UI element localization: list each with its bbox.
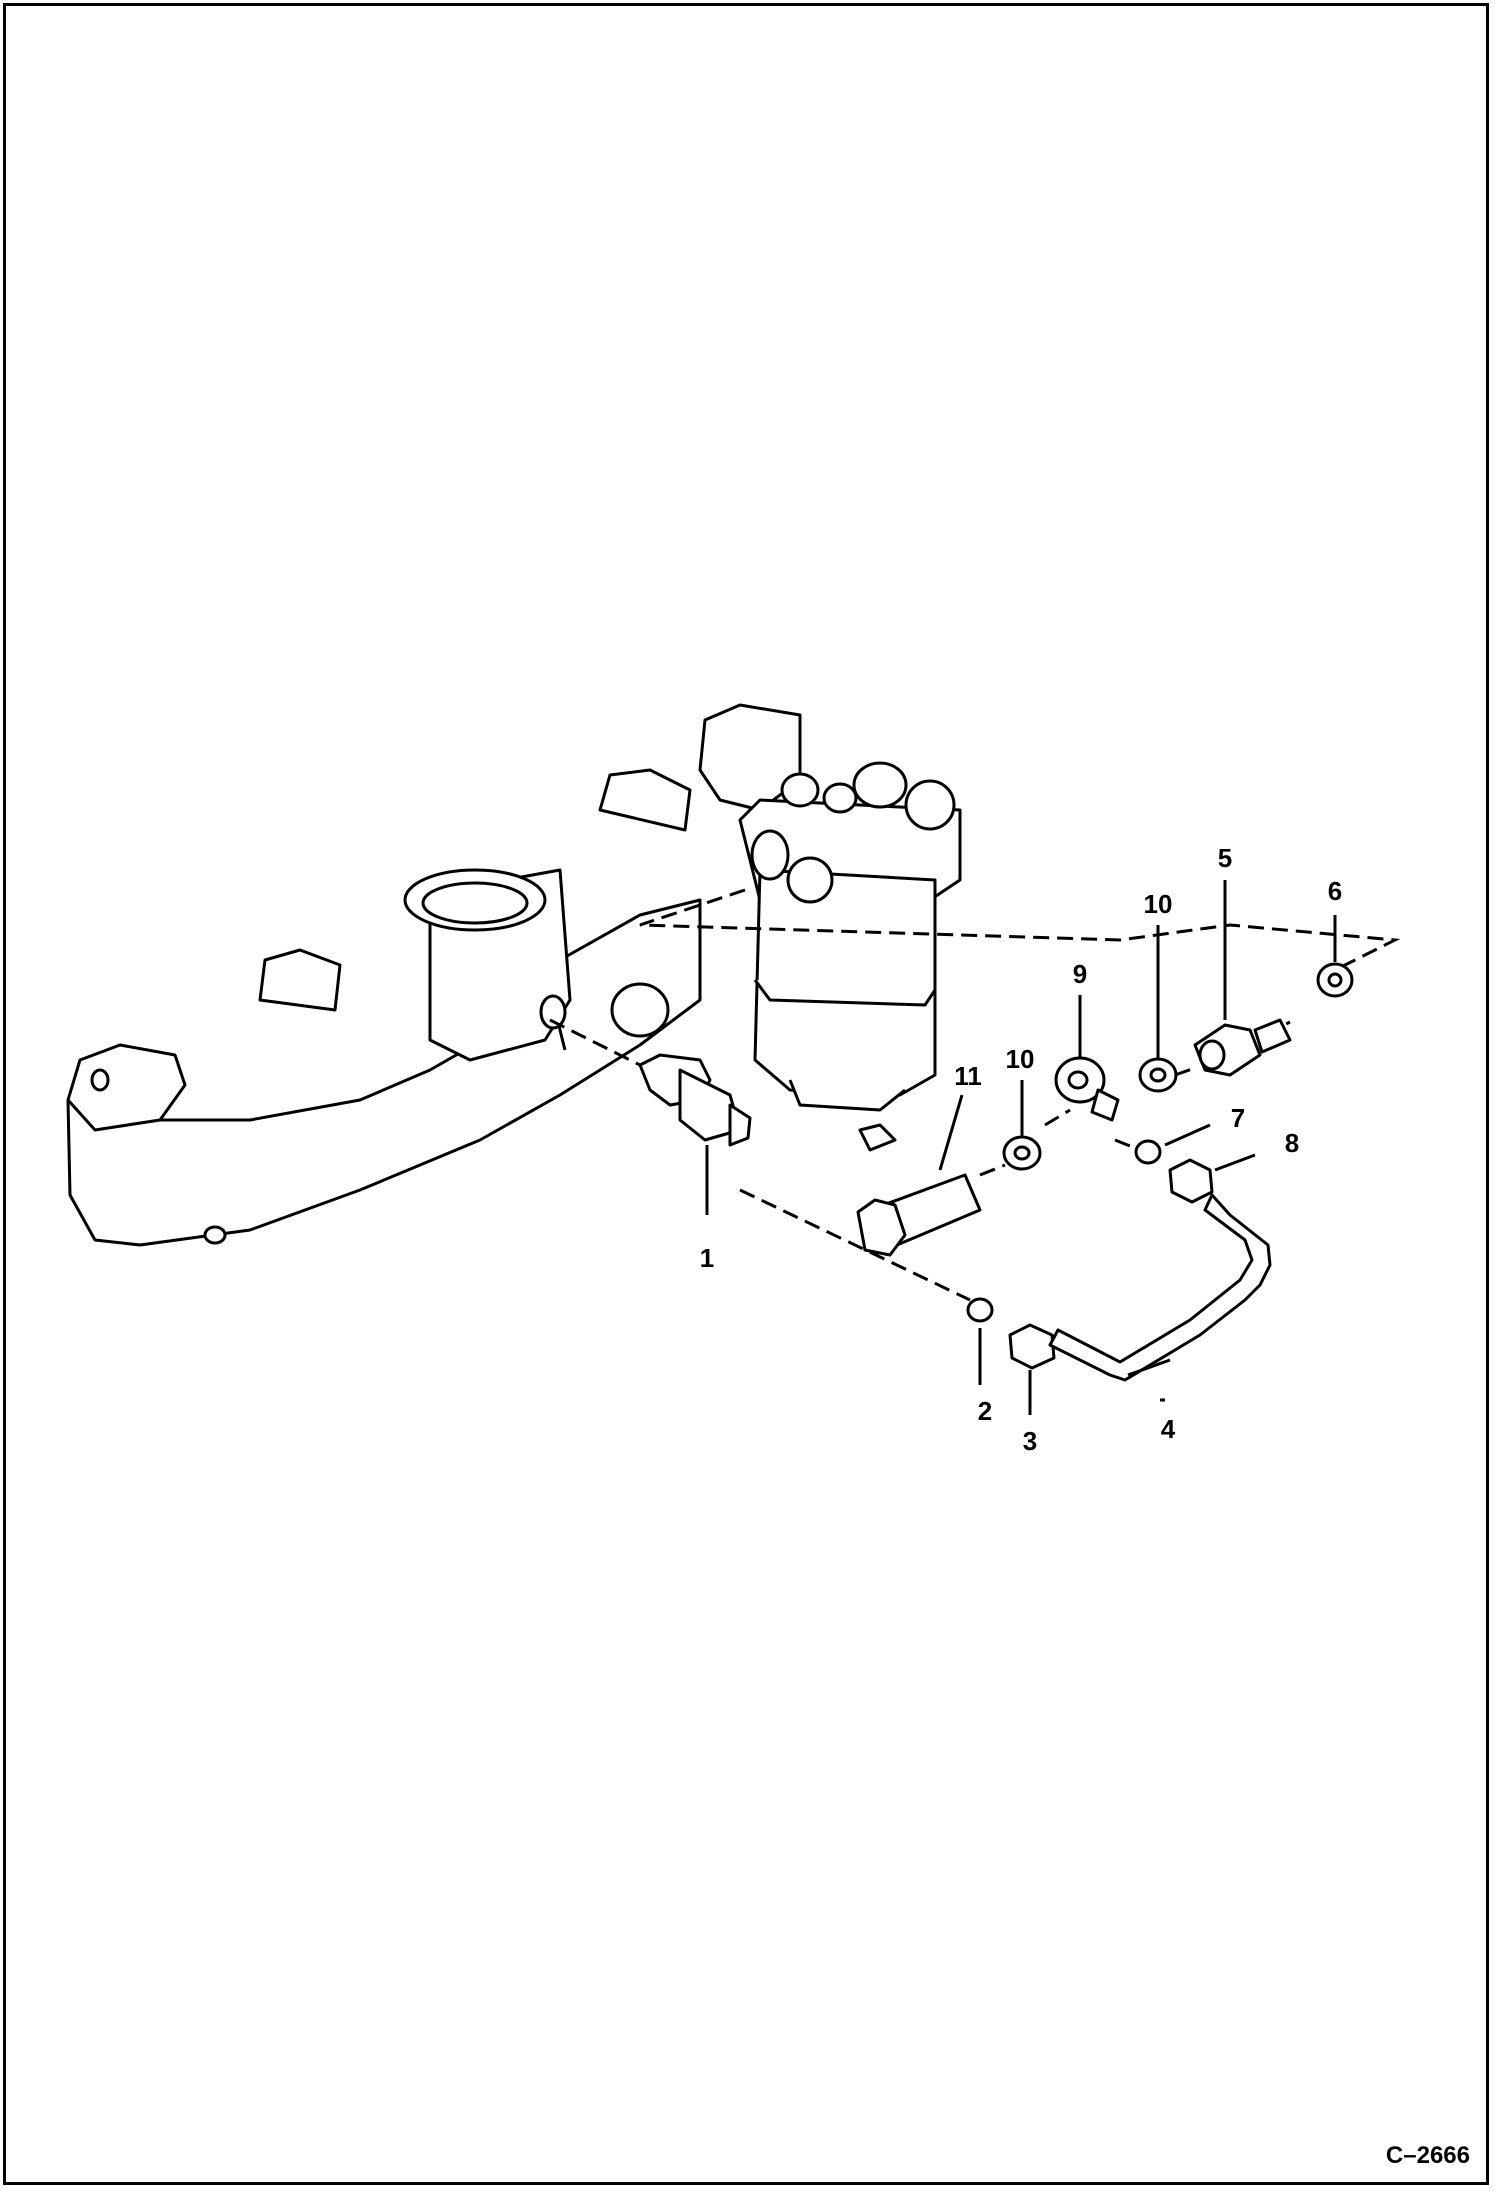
- callout-6: 6: [1328, 876, 1342, 906]
- figure-code: C–2666: [1386, 2142, 1470, 2169]
- exhaust-manifold: [66, 703, 802, 1247]
- callout-2: 2: [978, 1396, 992, 1426]
- callout-4: 4: [1161, 1414, 1176, 1444]
- leader-lines: [705, 880, 1337, 1415]
- callout-8: 8: [1285, 1128, 1299, 1158]
- part-8-nut: [1168, 1158, 1214, 1204]
- part-7-sleeve: [1134, 1139, 1162, 1165]
- diagram-frame: [3, 3, 1489, 2185]
- part-1-sender: [638, 1053, 752, 1147]
- callout-10-upper: 10: [1144, 889, 1173, 919]
- part-9-banjo: [1054, 1056, 1120, 1122]
- part-3-nut: [1008, 1323, 1056, 1370]
- part-4-pipe: [1048, 1193, 1272, 1382]
- callout-9: 9: [1073, 959, 1087, 989]
- part-11-bolt: [856, 1173, 982, 1257]
- fuel-filter: [738, 761, 962, 1152]
- callout-7: 7: [1231, 1103, 1245, 1133]
- callout-1: 1: [700, 1243, 714, 1273]
- part-5-adapter: [1193, 1018, 1292, 1077]
- callouts: 1 2 3 4 5 6 7 8 9 10 10 11: [700, 843, 1342, 1456]
- callout-11: 11: [954, 1061, 982, 1091]
- part-2-sleeve: [966, 1297, 994, 1323]
- callout-5: 5: [1218, 843, 1232, 873]
- callout-10-lower: 10: [1006, 1044, 1035, 1074]
- callout-3: 3: [1023, 1426, 1037, 1456]
